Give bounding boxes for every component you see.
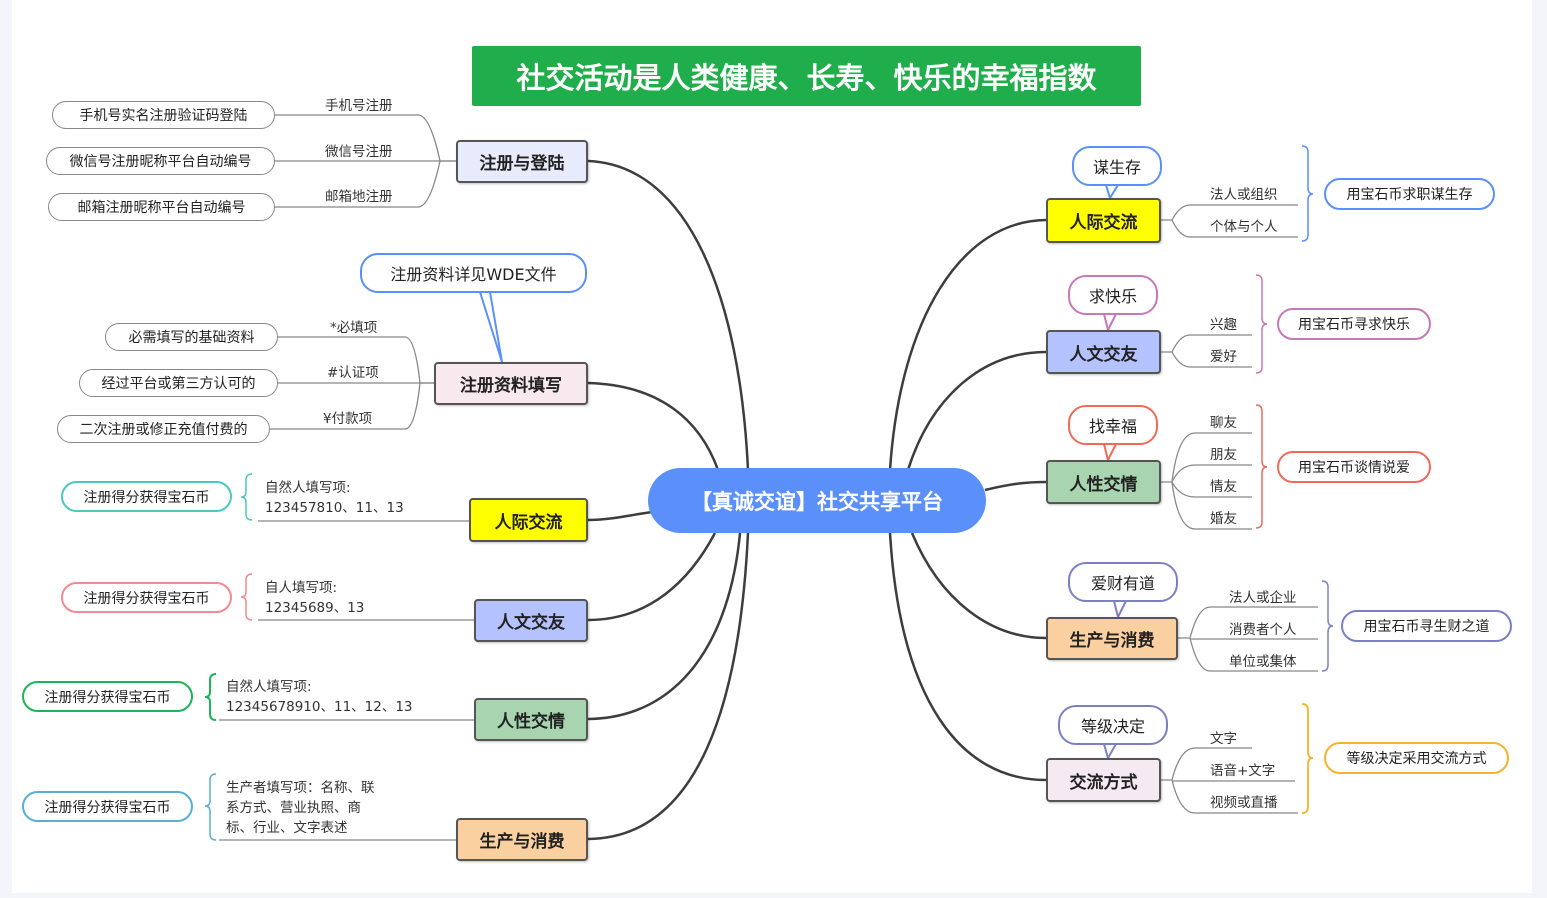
callout[interactable]: 求快乐 bbox=[1068, 275, 1158, 315]
topic-right-affection[interactable]: 人性交情 bbox=[1046, 460, 1161, 504]
brace-icon bbox=[1301, 145, 1314, 242]
edge-label: 手机号注册 bbox=[325, 98, 393, 114]
note-line: 生产者填写项：名称、联 bbox=[226, 780, 375, 796]
connector bbox=[587, 159, 750, 471]
brace-icon bbox=[204, 673, 217, 721]
topic-register-login[interactable]: 注册与登陆 bbox=[456, 140, 588, 183]
brace-icon bbox=[1301, 703, 1314, 814]
note-line: 12345689、13 bbox=[265, 600, 365, 616]
connector bbox=[984, 480, 1047, 492]
coin-pill[interactable]: 注册得分获得宝石币 bbox=[22, 681, 193, 712]
note-line: 系方式、营业执照、商 bbox=[226, 800, 361, 816]
leaf-label[interactable]: 兴趣 bbox=[1210, 317, 1237, 333]
leaf-label[interactable]: 视频或直播 bbox=[1210, 795, 1278, 811]
brace-icon bbox=[240, 573, 253, 621]
page-title: 社交活动是人类健康、长寿、快乐的幸福指数 bbox=[472, 46, 1141, 106]
mindmap-canvas bbox=[12, 0, 1532, 893]
leaf-label[interactable]: 法人或企业 bbox=[1229, 590, 1297, 606]
note-line: 12345678910、11、12、13 bbox=[226, 699, 413, 715]
row-note: 自然人填写项: 123457810、11、13 bbox=[265, 478, 404, 518]
leaf-certified[interactable]: 经过平台或第三方认可的 bbox=[79, 369, 278, 397]
edge-label: 邮箱地注册 bbox=[325, 189, 393, 205]
leaf-required[interactable]: 必需填写的基础资料 bbox=[105, 323, 278, 351]
connector bbox=[587, 532, 742, 721]
brace-icon bbox=[1255, 404, 1268, 529]
topic-profile-fill[interactable]: 注册资料填写 bbox=[434, 362, 588, 405]
note-line: 自然人填写项: bbox=[265, 480, 351, 496]
note-line: 自人填写项: bbox=[265, 580, 338, 596]
leaf-label[interactable]: 婚友 bbox=[1210, 511, 1237, 527]
note-line: 自然人填写项: bbox=[226, 679, 312, 695]
coin-pill[interactable]: 注册得分获得宝石币 bbox=[61, 582, 232, 613]
leaf-label[interactable]: 语音+文字 bbox=[1210, 763, 1276, 779]
connector bbox=[888, 532, 1047, 782]
leaf-label[interactable]: 消费者个人 bbox=[1229, 622, 1297, 638]
leaf-phone-register[interactable]: 手机号实名注册验证码登陆 bbox=[52, 101, 275, 129]
topic-right-communication[interactable]: 交流方式 bbox=[1046, 758, 1161, 802]
connector bbox=[888, 218, 1047, 471]
leaf-email-register[interactable]: 邮箱注册昵称平台自动编号 bbox=[48, 193, 275, 221]
topic-left-production[interactable]: 生产与消费 bbox=[456, 818, 588, 861]
edge-label: #认证项 bbox=[327, 365, 379, 381]
summary-pill[interactable]: 用宝石币寻求快乐 bbox=[1277, 308, 1431, 340]
callout[interactable]: 等级决定 bbox=[1058, 705, 1168, 745]
brace-icon bbox=[204, 773, 217, 841]
edge-label: ¥付款项 bbox=[323, 411, 373, 427]
leaf-label[interactable]: 爱好 bbox=[1210, 349, 1237, 365]
leaf-label[interactable]: 文字 bbox=[1210, 731, 1237, 747]
row-note: 自然人填写项: 12345678910、11、12、13 bbox=[226, 677, 413, 717]
connector bbox=[587, 532, 717, 622]
central-topic[interactable]: 【真诚交谊】社交共享平台 bbox=[648, 468, 986, 533]
connector bbox=[587, 510, 653, 522]
note-line: 123457810、11、13 bbox=[265, 500, 404, 516]
topic-left-affection[interactable]: 人性交情 bbox=[474, 698, 588, 741]
leaf-label[interactable]: 单位或集体 bbox=[1229, 654, 1297, 670]
brace-icon bbox=[1255, 274, 1268, 374]
row-note: 自人填写项: 12345689、13 bbox=[265, 578, 364, 618]
topic-right-interpersonal[interactable]: 人际交流 bbox=[1046, 198, 1161, 243]
summary-pill[interactable]: 用宝石币求职谋生存 bbox=[1324, 178, 1495, 210]
leaf-label[interactable]: 法人或组织 bbox=[1210, 187, 1278, 203]
callout-profile-doc[interactable]: 注册资料详见WDE文件 bbox=[360, 253, 587, 293]
coin-pill[interactable]: 注册得分获得宝石币 bbox=[61, 481, 232, 512]
topic-right-humanities[interactable]: 人文交友 bbox=[1046, 330, 1161, 374]
leaf-label[interactable]: 情友 bbox=[1210, 479, 1237, 495]
brace-icon bbox=[240, 473, 253, 521]
coin-pill[interactable]: 注册得分获得宝石币 bbox=[22, 791, 193, 822]
connector-layer bbox=[204, 114, 1334, 841]
callout[interactable]: 找幸福 bbox=[1068, 405, 1158, 445]
callout[interactable]: 谋生存 bbox=[1072, 146, 1162, 186]
summary-pill[interactable]: 用宝石币寻生财之道 bbox=[1341, 610, 1512, 642]
leaf-label[interactable]: 聊友 bbox=[1210, 415, 1237, 431]
topic-left-humanities[interactable]: 人文交友 bbox=[474, 599, 588, 642]
topic-left-interpersonal[interactable]: 人际交流 bbox=[469, 498, 588, 542]
connector bbox=[587, 381, 720, 471]
connector bbox=[906, 350, 1047, 471]
row-note: 生产者填写项：名称、联系方式、营业执照、商标、行业、文字表述 bbox=[226, 778, 375, 838]
leaf-label[interactable]: 朋友 bbox=[1210, 447, 1237, 463]
summary-pill[interactable]: 用宝石币谈情说爱 bbox=[1277, 451, 1431, 483]
topic-right-production[interactable]: 生产与消费 bbox=[1046, 617, 1178, 660]
summary-pill[interactable]: 等级决定采用交流方式 bbox=[1324, 742, 1509, 774]
callout[interactable]: 爱财有道 bbox=[1068, 562, 1178, 602]
connector bbox=[910, 532, 1047, 640]
leaf-label[interactable]: 个体与个人 bbox=[1210, 219, 1278, 235]
leaf-wechat-register[interactable]: 微信号注册昵称平台自动编号 bbox=[46, 147, 275, 175]
edge-label: *必填项 bbox=[330, 320, 378, 336]
note-line: 标、行业、文字表述 bbox=[226, 820, 348, 836]
leaf-payment[interactable]: 二次注册或修正充值付费的 bbox=[57, 415, 270, 443]
brace-icon bbox=[1321, 580, 1334, 672]
edge-label: 微信号注册 bbox=[325, 144, 393, 160]
connector bbox=[587, 532, 750, 841]
